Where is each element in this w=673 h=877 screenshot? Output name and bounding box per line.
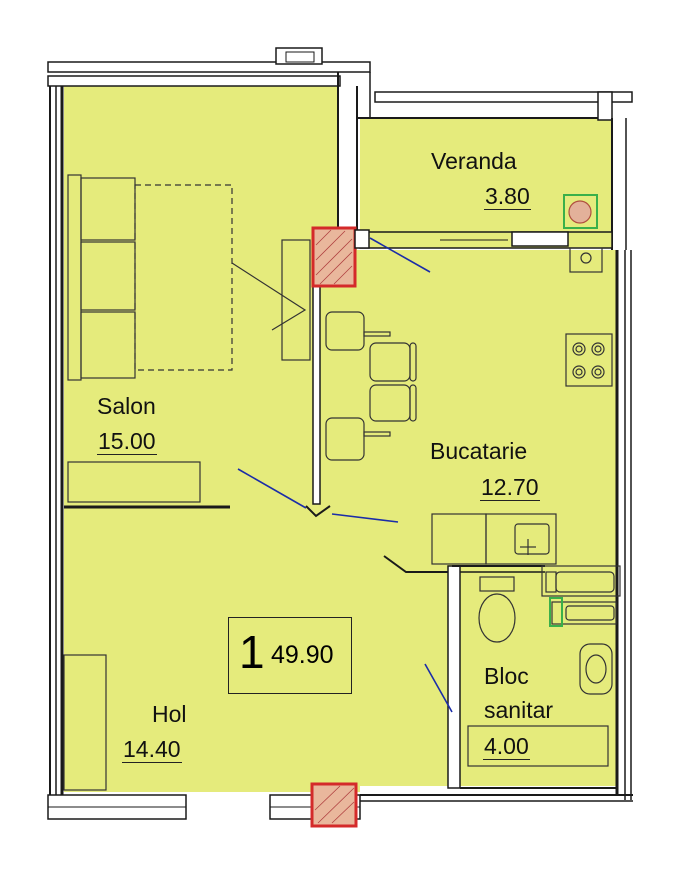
room-area-bloc-sanitar: 4.00 (483, 733, 530, 760)
apartment-floor (64, 86, 616, 792)
column-bottom (310, 782, 358, 828)
structural-columns (310, 226, 370, 828)
veranda-floor (360, 118, 612, 232)
room-name-bucatarie: Bucatarie (430, 438, 528, 464)
room-area-salon: 15.00 (97, 428, 157, 455)
room-name-bloc-sanitar-line2: sanitar (484, 697, 554, 723)
room-name-bloc-sanitar-line1: Bloc (484, 663, 529, 689)
room-area-veranda: 3.80 (484, 183, 531, 210)
unit-total-area: 49.90 (271, 641, 334, 669)
room-name-salon: Salon (97, 393, 156, 419)
furniture (63, 174, 621, 791)
room-area-bucatarie: 12.70 (480, 474, 540, 501)
room-fills (64, 86, 616, 792)
room-area-hol: 14.40 (122, 736, 182, 763)
unit-info-box: 1 49.90 (228, 617, 352, 694)
unit-number: 1 (239, 626, 265, 678)
door-swings (237, 237, 453, 713)
room-name-hol: Hol (152, 701, 187, 727)
walls (47, 47, 633, 820)
room-name-veranda: Veranda (431, 148, 517, 174)
